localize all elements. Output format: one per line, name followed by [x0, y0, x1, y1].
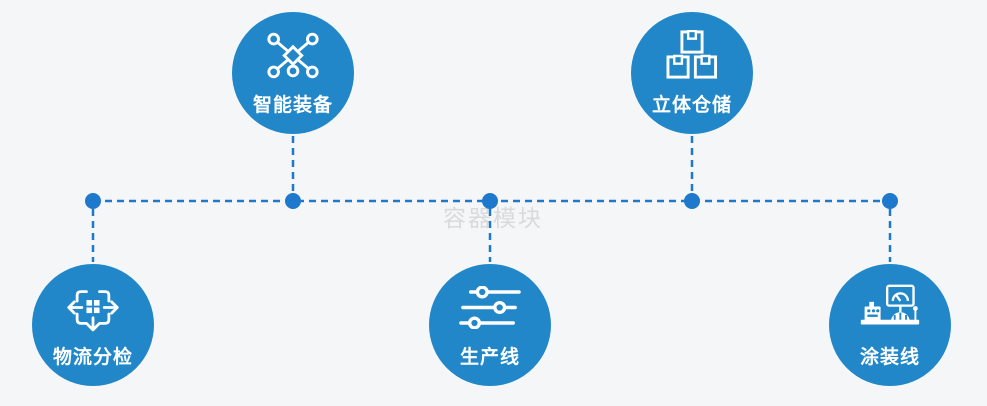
junction-dot — [882, 193, 898, 209]
junction-dot — [684, 193, 700, 209]
network-nodes-icon — [264, 29, 322, 81]
junction-dot — [85, 193, 101, 209]
node-logistics-sorting: 物流分检 — [32, 264, 154, 386]
sorting-arrows-icon — [65, 281, 121, 333]
node-smart-equipment: 智能装备 — [232, 12, 354, 134]
node-label: 生产线 — [459, 347, 520, 368]
control-station-icon — [858, 281, 922, 333]
sliders-icon — [459, 281, 521, 333]
junction-dot — [285, 193, 301, 209]
stacked-boxes-icon — [665, 29, 719, 81]
node-label: 物流分检 — [52, 347, 133, 368]
node-painting-line: 涂装线 — [829, 264, 951, 386]
node-label: 智能装备 — [252, 95, 333, 116]
node-stereo-warehouse: 立体仓储 — [631, 12, 753, 134]
node-label: 涂装线 — [859, 347, 920, 368]
node-production-line: 生产线 — [429, 264, 551, 386]
watermark-text: 容器模块 — [443, 205, 543, 231]
node-label: 立体仓储 — [651, 95, 732, 116]
junction-dot — [482, 193, 498, 209]
